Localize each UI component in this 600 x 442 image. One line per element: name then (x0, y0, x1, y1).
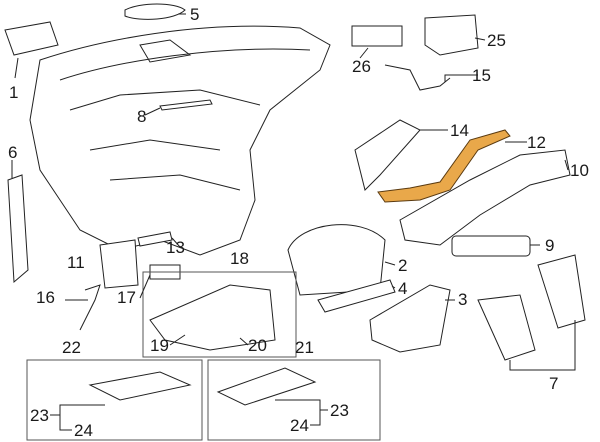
callout-6: 6 (8, 143, 17, 162)
part-7-panel-b (537, 254, 586, 329)
part-1-speaker-grille (4, 21, 59, 56)
callout-25: 25 (487, 31, 506, 50)
callout-8: 8 (137, 107, 146, 126)
callout-18: 18 (230, 249, 249, 268)
part-22-box (26, 359, 203, 441)
callout-4: 4 (398, 279, 407, 298)
callout-24-right: 24 (290, 416, 309, 435)
part-26-switch (351, 25, 403, 47)
callout-2: 2 (398, 256, 407, 275)
callout-13: 13 (166, 238, 185, 257)
part-22-bracket (88, 371, 192, 401)
callout-5: 5 (190, 5, 199, 24)
part-13-vent (137, 231, 173, 247)
callout-14: 14 (450, 121, 469, 140)
callout-1: 1 (9, 83, 18, 102)
part-6-side-panel (7, 174, 29, 284)
part-12-highlighted-duct (377, 129, 511, 203)
callout-19: 19 (150, 336, 169, 355)
callout-11: 11 (67, 253, 85, 272)
callout-17: 17 (117, 288, 136, 307)
part-9-control (451, 235, 531, 257)
instrument-panel (29, 25, 331, 256)
part-5-cover (124, 3, 186, 20)
part-10-trim (399, 149, 571, 246)
callout-12: 12 (527, 133, 546, 152)
part-2-cluster (287, 224, 386, 296)
part-14-bracket (354, 119, 421, 191)
callout-15: 15 (472, 66, 491, 85)
part-3-trim (369, 284, 451, 353)
part-8-strip (159, 99, 213, 111)
callout-10: 10 (570, 161, 589, 180)
part-15-harness (384, 64, 451, 91)
callout-16: 16 (36, 288, 55, 307)
part-18-box (142, 271, 297, 358)
callout-9: 9 (545, 236, 554, 255)
part-18-glovebox (149, 284, 276, 351)
callout-3: 3 (458, 290, 467, 309)
part-25-vent (424, 14, 479, 56)
part-21-bracket (216, 367, 317, 406)
callout-26: 26 (352, 57, 371, 76)
part-16-harness (79, 284, 101, 331)
callout-22: 22 (62, 338, 81, 357)
callout-21: 21 (295, 338, 314, 357)
callout-23-right: 23 (330, 401, 349, 420)
callout-7: 7 (549, 374, 558, 393)
callout-20: 20 (248, 336, 267, 355)
callout-23-left: 23 (30, 406, 49, 425)
callout-24-left: 24 (74, 421, 93, 440)
part-21-box (207, 359, 381, 441)
part-11-bracket (99, 239, 139, 289)
part-7-panel-a (477, 294, 536, 361)
part-4-bezel (317, 279, 396, 313)
